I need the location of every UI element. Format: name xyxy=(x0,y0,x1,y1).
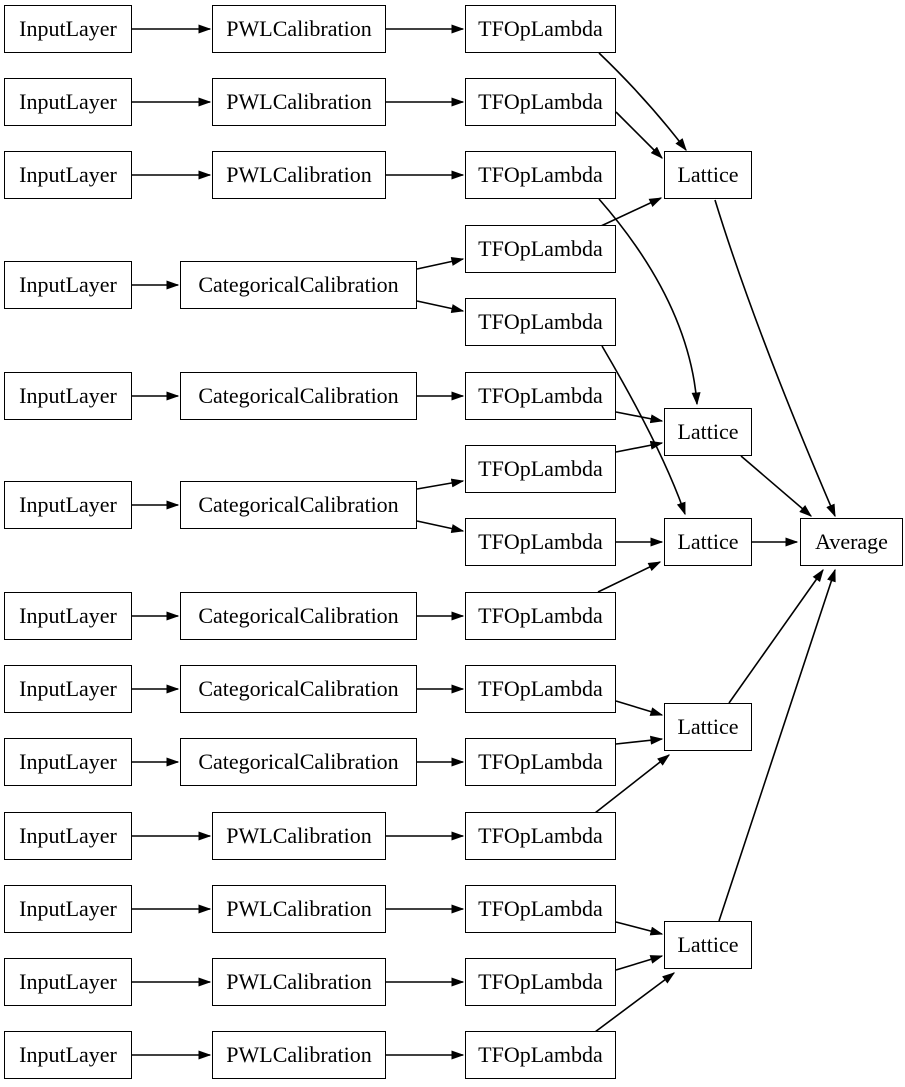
node-tfop-13: TFOpLambda xyxy=(465,885,616,933)
node-tfop-9: TFOpLambda xyxy=(465,592,616,640)
node-input-10: InputLayer xyxy=(4,812,132,860)
edge-tfop-7-to-lattice-2 xyxy=(615,440,664,453)
node-tfop-2: TFOpLambda xyxy=(465,78,616,126)
node-tfop-11: TFOpLambda xyxy=(465,738,616,786)
node-tfop-10: TFOpLambda xyxy=(465,665,616,713)
node-tfop-8: TFOpLambda xyxy=(465,518,616,566)
node-lattice-3: Lattice xyxy=(664,518,752,566)
node-tfop-4: TFOpLambda xyxy=(465,225,616,273)
edge-tfop-13-to-lattice-5 xyxy=(615,921,664,936)
edge-tfop-12-to-lattice-4 xyxy=(594,754,671,814)
edge-cat-3-to-tfop-8 xyxy=(416,520,465,533)
node-input-11: InputLayer xyxy=(4,885,132,933)
edge-tfop-3-to-lattice-2 xyxy=(598,198,701,406)
node-lattice-5: Lattice xyxy=(664,921,752,969)
node-pwl-5: PWLCalibration xyxy=(212,885,386,933)
node-input-4: InputLayer xyxy=(4,261,132,309)
node-lattice-1: Lattice xyxy=(664,151,752,199)
node-input-12: InputLayer xyxy=(4,958,132,1006)
edge-cat-1-to-tfop-5 xyxy=(416,300,465,313)
node-input-9: InputLayer xyxy=(4,738,132,786)
node-average: Average xyxy=(800,518,903,566)
node-input-8: InputLayer xyxy=(4,665,132,713)
node-cat-5: CategoricalCalibration xyxy=(180,665,417,713)
node-input-7: InputLayer xyxy=(4,592,132,640)
edge-lattice-4-to-average xyxy=(728,568,824,704)
node-pwl-4: PWLCalibration xyxy=(212,812,386,860)
edge-lattice-5-to-average xyxy=(718,568,836,922)
node-pwl-2: PWLCalibration xyxy=(212,78,386,126)
node-tfop-5: TFOpLambda xyxy=(465,298,616,346)
node-tfop-12: TFOpLambda xyxy=(465,812,616,860)
node-input-3: InputLayer xyxy=(4,151,132,199)
edge-tfop-11-to-lattice-4 xyxy=(615,735,664,745)
node-pwl-1: PWLCalibration xyxy=(212,5,386,53)
node-input-6: InputLayer xyxy=(4,481,132,529)
edge-tfop-1-to-lattice-1 xyxy=(598,52,687,152)
node-input-13: InputLayer xyxy=(4,1031,132,1079)
node-cat-1: CategoricalCalibration xyxy=(180,261,417,309)
edge-tfop-5-to-lattice-3 xyxy=(601,345,686,516)
node-cat-6: CategoricalCalibration xyxy=(180,738,417,786)
edge-tfop-2-to-lattice-1 xyxy=(615,111,663,159)
edge-tfop-10-to-lattice-4 xyxy=(615,700,664,716)
node-input-1: InputLayer xyxy=(4,5,132,53)
node-input-2: InputLayer xyxy=(4,78,132,126)
node-tfop-3: TFOpLambda xyxy=(465,151,616,199)
edge-tfop-6-to-lattice-2 xyxy=(615,411,664,424)
node-lattice-2: Lattice xyxy=(664,408,752,456)
node-pwl-6: PWLCalibration xyxy=(212,958,386,1006)
node-cat-4: CategoricalCalibration xyxy=(180,592,417,640)
node-cat-2: CategoricalCalibration xyxy=(180,372,417,420)
node-tfop-7: TFOpLambda xyxy=(465,445,616,493)
edge-cat-3-to-tfop-7 xyxy=(416,478,465,490)
node-tfop-1: TFOpLambda xyxy=(465,5,616,53)
node-cat-3: CategoricalCalibration xyxy=(180,481,417,529)
node-tfop-6: TFOpLambda xyxy=(465,372,616,420)
node-tfop-15: TFOpLambda xyxy=(465,1031,616,1079)
node-pwl-3: PWLCalibration xyxy=(212,151,386,199)
edge-tfop-14-to-lattice-5 xyxy=(615,955,664,971)
node-lattice-4: Lattice xyxy=(664,703,752,751)
edge-tfop-9-to-lattice-3 xyxy=(597,561,662,593)
edge-lattice-1-to-average xyxy=(714,199,836,518)
node-input-5: InputLayer xyxy=(4,372,132,420)
edge-cat-1-to-tfop-4 xyxy=(416,257,465,270)
edge-lattice-2-to-average xyxy=(740,455,812,517)
edge-tfop-4-to-lattice-1 xyxy=(600,197,663,227)
node-pwl-7: PWLCalibration xyxy=(212,1031,386,1079)
node-tfop-14: TFOpLambda xyxy=(465,958,616,1006)
edge-tfop-15-to-lattice-5 xyxy=(594,972,676,1033)
